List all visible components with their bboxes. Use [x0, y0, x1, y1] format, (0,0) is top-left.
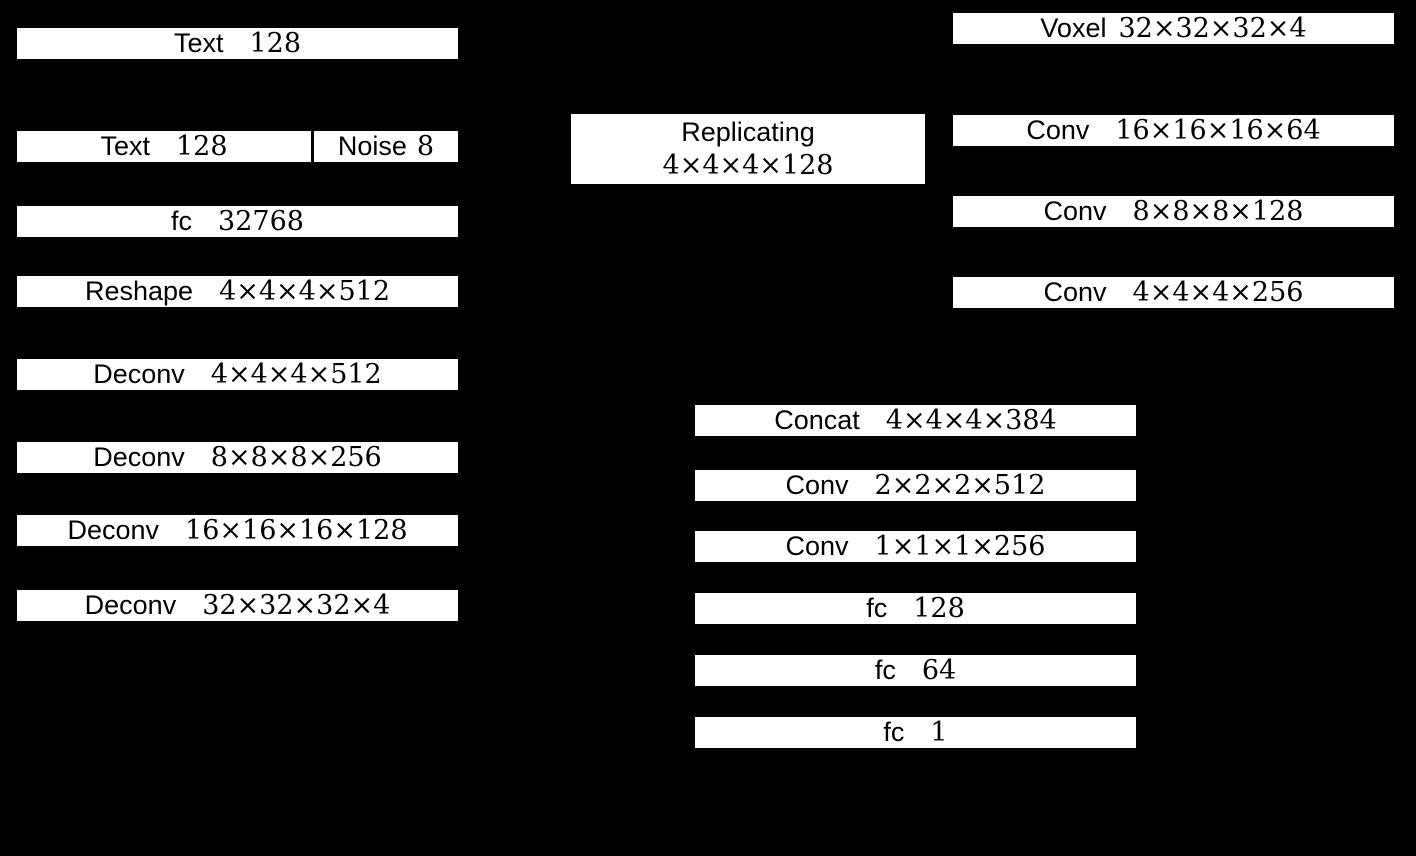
layer-label: Conv — [1026, 115, 1090, 145]
noise-segment: Noise 8 — [314, 131, 458, 162]
layer-box-deconv-1: Deconv 4×4×4×512 — [17, 359, 458, 390]
layer-dims: 2×2×2×512 — [874, 470, 1046, 501]
layer-dims: 16×16×16×128 — [185, 515, 408, 546]
layer-label: Replicating — [681, 117, 815, 147]
text-segment: Text 128 — [17, 131, 311, 162]
layer-dims: 1×1×1×256 — [874, 531, 1046, 562]
layer-dims: 4×4×4×256 — [1132, 277, 1304, 308]
layer-label: Conv — [785, 470, 849, 500]
layer-label: Voxel — [1040, 13, 1107, 43]
layer-label: Concat — [774, 405, 860, 435]
layer-label: Deconv — [93, 442, 185, 472]
layer-box-conv-2: Conv 8×8×8×128 — [953, 196, 1394, 227]
layer-box-voxel-input: Voxel 32×32×32×4 — [953, 13, 1394, 44]
layer-label: Deconv — [84, 590, 177, 620]
layer-box-text-noise-concat: Text 128 Noise 8 — [17, 131, 458, 162]
layer-box-conv-1: Conv 16×16×16×64 — [953, 115, 1394, 146]
layer-dims: 1 — [930, 717, 948, 748]
layer-dims: 128 — [249, 28, 302, 59]
layer-label: Conv — [785, 531, 849, 561]
layer-label: fc — [866, 593, 888, 623]
layer-dims: 32×32×32×4 — [1118, 13, 1307, 44]
layer-label: Text — [100, 131, 150, 161]
layer-box-conv-4: Conv 2×2×2×512 — [695, 470, 1136, 501]
layer-box-concat: Concat 4×4×4×384 — [695, 405, 1136, 436]
layer-label: Deconv — [67, 515, 160, 545]
layer-dims: 16×16×16×64 — [1115, 115, 1321, 146]
layer-box-fc-32768: fc 32768 — [17, 206, 458, 237]
layer-label: Conv — [1043, 196, 1107, 226]
layer-dims: 8×8×8×256 — [210, 442, 382, 473]
layer-dims: 4×4×4×128 — [662, 150, 834, 181]
layer-label: Reshape — [84, 276, 194, 306]
layer-dims: 8 — [416, 131, 435, 162]
layer-label: fc — [171, 206, 193, 236]
layer-box-deconv-output: Deconv 32×32×32×4 — [17, 590, 458, 621]
layer-dims: 4×4×4×512 — [210, 359, 382, 390]
replicating-box: Replicating 4×4×4×128 — [571, 114, 925, 184]
layer-dims: 64 — [921, 655, 957, 686]
layer-dims: 32768 — [218, 206, 304, 237]
layer-label: Deconv — [93, 359, 185, 389]
layer-box-fc-1: fc 1 — [695, 717, 1136, 748]
layer-box-conv-3: Conv 4×4×4×256 — [953, 277, 1394, 308]
layer-box-text-embedding: Text 128 — [17, 28, 458, 59]
layer-dims: 8×8×8×128 — [1132, 196, 1304, 227]
layer-box-fc-128: fc 128 — [695, 593, 1136, 624]
layer-dims: 4×4×4×512 — [219, 276, 391, 307]
layer-label: fc — [883, 717, 905, 747]
layer-dims: 4×4×4×384 — [885, 405, 1057, 436]
layer-label: Noise — [337, 131, 407, 161]
layer-box-reshape: Reshape 4×4×4×512 — [17, 276, 458, 307]
layer-label: Text — [173, 28, 224, 58]
layer-box-fc-64: fc 64 — [695, 655, 1136, 686]
layer-box-deconv-2: Deconv 8×8×8×256 — [17, 442, 458, 473]
segment-divider — [311, 131, 314, 162]
layer-label: Conv — [1043, 277, 1107, 307]
layer-dims: 128 — [175, 131, 228, 162]
layer-box-deconv-3: Deconv 16×16×16×128 — [17, 515, 458, 546]
layer-box-conv-5: Conv 1×1×1×256 — [695, 531, 1136, 562]
layer-dims: 32×32×32×4 — [202, 590, 391, 621]
layer-label: fc — [874, 655, 896, 685]
layer-dims: 128 — [913, 593, 965, 624]
